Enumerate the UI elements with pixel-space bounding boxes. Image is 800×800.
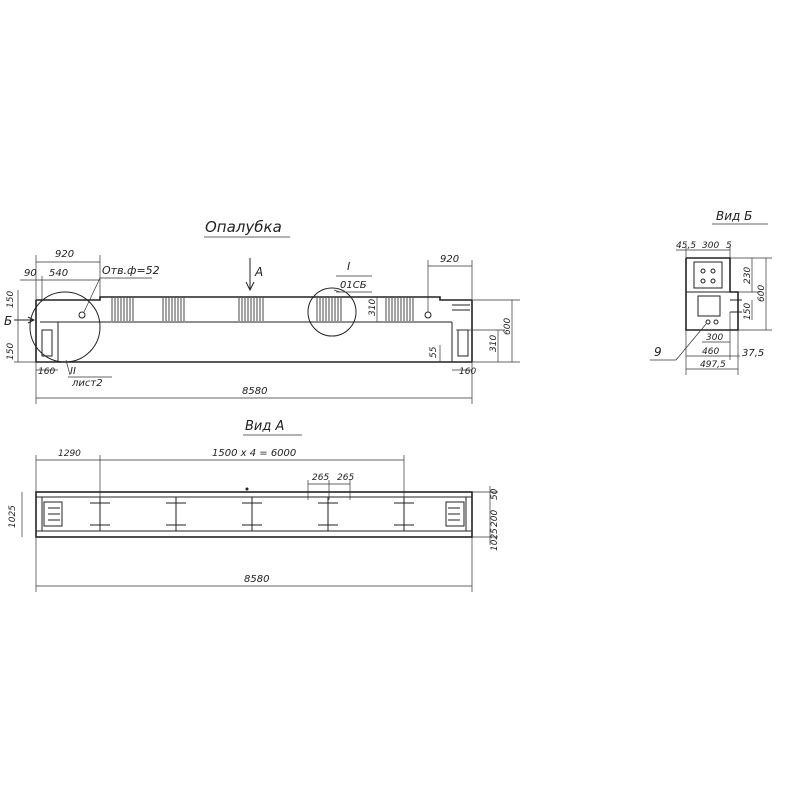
view-a-title: Вид А	[245, 419, 284, 434]
dim-150-top: 150	[6, 291, 16, 308]
hole-note: Отв.ф=52	[102, 264, 160, 277]
dim-1290: 1290	[58, 449, 81, 459]
section-b-arrow-icon	[27, 316, 36, 324]
dim-5: 5	[726, 241, 732, 251]
dim-920-right: 920	[440, 254, 459, 265]
view-b-bar-1-icon	[700, 268, 706, 274]
position-9-leader	[675, 323, 707, 361]
view-b-bar-2-icon	[710, 268, 716, 274]
view-a-overall: 8580	[244, 574, 269, 585]
hole-right-icon	[424, 311, 432, 319]
right-support-plate	[457, 329, 469, 357]
view-b-dim-600: 600	[757, 285, 767, 302]
flange-hatch-1	[111, 298, 134, 321]
formwork-view: Опалубка	[4, 218, 520, 404]
dim-right-bottom: 1025	[490, 528, 500, 551]
formwork-title: Опалубка	[205, 218, 282, 236]
view-b-lower-cell	[697, 295, 721, 317]
view-a-stirrups	[90, 487, 414, 531]
overall-length: 8580	[242, 386, 267, 397]
dim-600: 600	[503, 318, 513, 335]
dim-90: 90	[24, 268, 37, 279]
hole-left-icon	[78, 311, 86, 319]
view-a-right-end-detail	[445, 501, 465, 527]
view-a-left-end-detail	[43, 501, 63, 527]
flange-hatch-4	[316, 298, 342, 321]
view-a-outline	[35, 491, 473, 538]
dim-160-right: 160	[459, 367, 476, 377]
node-ii-label: II	[70, 366, 76, 377]
hole-note-leader	[83, 277, 101, 313]
node-ii-leader	[65, 359, 71, 376]
dim-920-left: 920	[55, 249, 74, 260]
dim-310: 310	[489, 335, 499, 352]
view-b-bar-4-icon	[710, 278, 716, 284]
dim-540: 540	[49, 268, 68, 279]
node-i-circle	[307, 287, 357, 337]
node-i-leader	[333, 289, 341, 293]
view-b-bar-3-icon	[700, 278, 706, 284]
view-a: Вид А	[8, 419, 500, 592]
dim-right-top: 50	[490, 488, 500, 500]
view-b-bar-6-icon	[713, 319, 719, 325]
view-a-arrow-head-icon	[245, 281, 255, 292]
node-ii-sheet: лист2	[71, 378, 103, 389]
node-i-ref: 01СБ	[340, 280, 367, 291]
dim-497-5: 497,5	[700, 360, 726, 370]
flange-hatch-5	[385, 298, 414, 321]
left-support-plate	[41, 329, 53, 357]
dim-55: 55	[429, 346, 439, 358]
dim-right-mid: 200	[490, 510, 500, 527]
section-b-mark: Б	[4, 314, 12, 328]
view-b: Вид Б 45,5 300 5 600 230 150 300	[650, 209, 772, 375]
node-ii-circle	[29, 291, 101, 363]
view-b-bar-5-icon	[705, 319, 711, 325]
dim-460: 460	[702, 347, 719, 357]
dim-160-left: 160	[38, 367, 55, 377]
view-a-mark: А	[254, 265, 263, 279]
position-9: 9	[654, 345, 662, 359]
node-i-label: I	[347, 260, 350, 273]
dim-150-bottom: 150	[6, 343, 16, 360]
dim-265b: 265	[337, 473, 354, 483]
dim-300-top: 300	[702, 241, 719, 251]
view-b-dim-150: 150	[743, 303, 753, 320]
dim-300-low: 300	[706, 333, 723, 343]
dim-left-side: 1025	[8, 505, 18, 528]
dim-310-inner: 310	[368, 299, 378, 316]
dim-37-5: 37,5	[742, 348, 764, 359]
flange-hatch-3	[238, 298, 264, 321]
dim-pitch: 1500 х 4 = 6000	[212, 448, 296, 459]
dim-265a: 265	[312, 473, 329, 483]
view-b-upper-cell	[693, 261, 723, 289]
flange-hatch-2	[162, 298, 185, 321]
view-b-title: Вид Б	[716, 209, 752, 223]
dim-230: 230	[743, 267, 753, 284]
